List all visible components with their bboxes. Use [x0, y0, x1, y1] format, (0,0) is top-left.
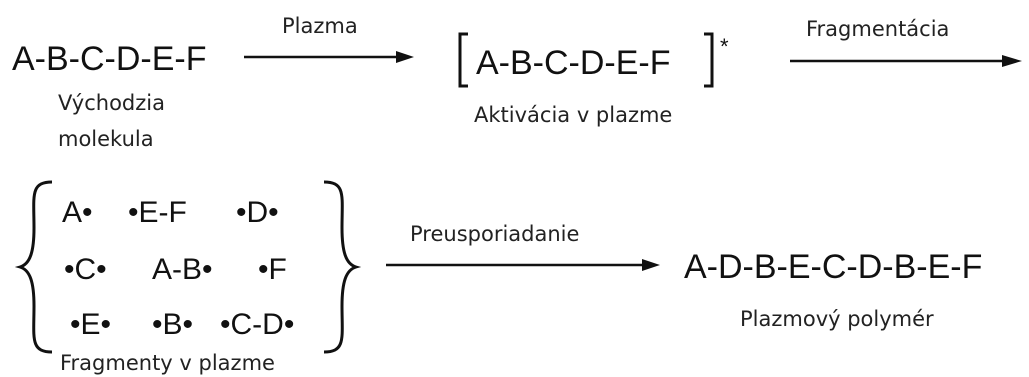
fragment: A-B•: [152, 253, 213, 286]
start-molecule-formula: A-B-C-D-E-F: [12, 40, 207, 78]
left-curly-brace: [14, 180, 53, 354]
rearrangement-arrow-label: Preusporiadanie: [410, 222, 579, 246]
activated-molecule-formula: A-B-C-D-E-F: [476, 44, 671, 82]
fragments-group: A• •E-F •D• •C• A-B• •F •E• •B• •C-D•: [14, 180, 362, 354]
fragment: •C-D•: [220, 308, 294, 341]
fragments-label: Fragmenty v plazme: [60, 351, 275, 375]
fragment: •B•: [152, 308, 193, 341]
activated-molecule-label: Aktivácia v plazme: [474, 103, 672, 127]
start-molecule-label-line2: molekula: [58, 127, 154, 151]
polymer-label: Plazmový polymér: [740, 307, 934, 331]
fragment: A•: [62, 196, 93, 229]
fragment: •F: [258, 253, 287, 286]
right-curly-brace: [323, 180, 362, 354]
activated-molecule: A-B-C-D-E-F *: [458, 32, 729, 88]
excited-state-star: *: [720, 34, 729, 59]
fragmentation-arrow: Fragmentácia: [790, 17, 1022, 67]
right-square-bracket: [704, 32, 714, 88]
plasma-arrow: Plazma: [244, 14, 414, 63]
fragment: •E-F: [128, 196, 187, 229]
start-molecule-label-line1: Východzia: [58, 91, 165, 115]
left-square-bracket: [458, 32, 468, 88]
fragment: •C•: [64, 253, 107, 286]
rearrangement-arrow: Preusporiadanie: [386, 222, 660, 271]
fragmentation-arrow-label: Fragmentácia: [806, 17, 949, 41]
polymer-formula: A-D-B-E-C-D-B-E-F: [684, 248, 982, 286]
fragment: •D•: [236, 196, 279, 229]
fragment: •E•: [70, 308, 111, 341]
plasma-arrow-label: Plazma: [282, 14, 358, 38]
